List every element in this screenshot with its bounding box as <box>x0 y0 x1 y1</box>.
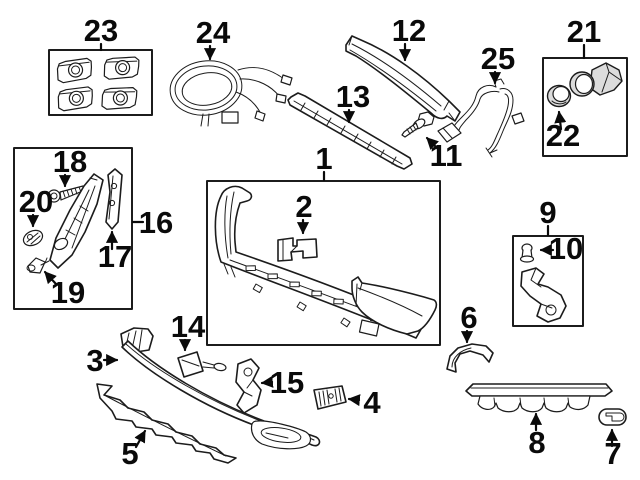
callout-16[interactable]: 16 <box>139 205 173 240</box>
part-9-bracket <box>520 267 567 323</box>
callout-23[interactable]: 23 <box>84 13 118 48</box>
callout-19[interactable]: 19 <box>51 275 85 310</box>
callout-6[interactable]: 6 <box>460 300 477 335</box>
part-11-bolt <box>401 111 435 138</box>
callout-25[interactable]: 25 <box>481 41 515 76</box>
callout-8[interactable]: 8 <box>528 425 545 460</box>
leader-arrow-19 <box>43 270 58 286</box>
callout-12[interactable]: 12 <box>392 13 426 48</box>
callout-4[interactable]: 4 <box>363 385 381 420</box>
callout-10[interactable]: 10 <box>549 231 583 266</box>
callout-3[interactable]: 3 <box>86 343 103 378</box>
part-17-side-bracket <box>105 168 123 230</box>
group-box-1 <box>206 180 441 346</box>
part-12-impact-bar <box>345 35 461 122</box>
part-24-wiring-harness <box>169 60 293 127</box>
callout-1[interactable]: 1 <box>315 141 332 176</box>
callout-2[interactable]: 2 <box>295 189 312 224</box>
callout-17[interactable]: 17 <box>98 239 132 274</box>
part-16-side-support <box>49 173 104 269</box>
leader-arrow-4 <box>347 394 361 407</box>
callout-24[interactable]: 24 <box>196 15 231 50</box>
callout-9[interactable]: 9 <box>539 195 556 230</box>
leader-arrow-22 <box>554 110 567 131</box>
part-14-clip-pin <box>177 351 227 378</box>
part-13-step-pad <box>287 92 413 170</box>
leader-arrow-11 <box>425 136 441 152</box>
leader-arrow-5 <box>134 429 147 449</box>
leader-lines <box>26 42 619 449</box>
part-10-clip <box>519 243 535 263</box>
callout-22[interactable]: 22 <box>546 118 580 153</box>
part-4-reflector <box>313 385 347 410</box>
part-3-lower-cover <box>120 327 321 450</box>
part-20-clip <box>22 229 44 247</box>
part-25-wire-guide <box>437 78 525 158</box>
part-5-lower-trim <box>96 383 237 464</box>
part-18-screw <box>47 185 86 203</box>
group-box-16 <box>13 147 133 310</box>
part-23-sensor-retainers <box>56 55 140 112</box>
callout-20[interactable]: 20 <box>19 184 53 219</box>
callout-13[interactable]: 13 <box>336 79 370 114</box>
callout-14[interactable]: 14 <box>171 309 206 344</box>
part-8-skid-plate <box>465 383 613 413</box>
callout-11[interactable]: 11 <box>430 138 463 173</box>
part-6-bracket <box>446 343 494 373</box>
callout-5[interactable]: 5 <box>121 436 138 471</box>
part-19-clip <box>26 257 50 274</box>
part-7-cap <box>598 408 627 426</box>
callout-7[interactable]: 7 <box>604 436 621 471</box>
part-1-bumper-cover <box>214 185 438 339</box>
leader-arrow-15 <box>260 375 274 388</box>
callout-18[interactable]: 18 <box>53 144 87 179</box>
part-2-bracket <box>277 237 318 262</box>
part-21-park-sensor <box>569 62 623 97</box>
part-22-retainer-ring <box>546 84 572 108</box>
callout-15[interactable]: 15 <box>270 365 304 400</box>
part-15-side-bracket <box>235 358 262 414</box>
callout-21[interactable]: 21 <box>567 14 601 49</box>
